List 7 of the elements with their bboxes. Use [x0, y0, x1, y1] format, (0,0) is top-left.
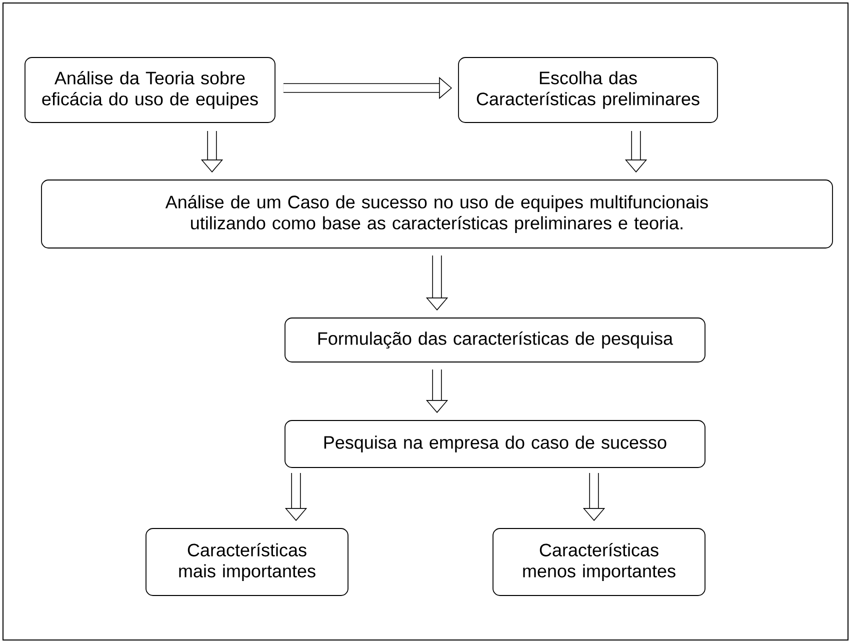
process-box: Análise de um Caso de sucesso no uso de equipes multifuncionais utilizando como base as características preliminares e teoria. — [41, 180, 833, 248]
process-box: Escolha das Características preliminares — [458, 57, 718, 123]
process-box: Características mais importantes — [146, 528, 348, 596]
process-box: Pesquisa na empresa do caso de sucesso — [284, 420, 706, 468]
process-box: Análise da Teoria sobre eficácia do uso de equipes — [24, 57, 276, 123]
process-box: Formulação das características de pesquisa — [284, 318, 706, 362]
process-box: Características menos importantes — [492, 528, 706, 596]
